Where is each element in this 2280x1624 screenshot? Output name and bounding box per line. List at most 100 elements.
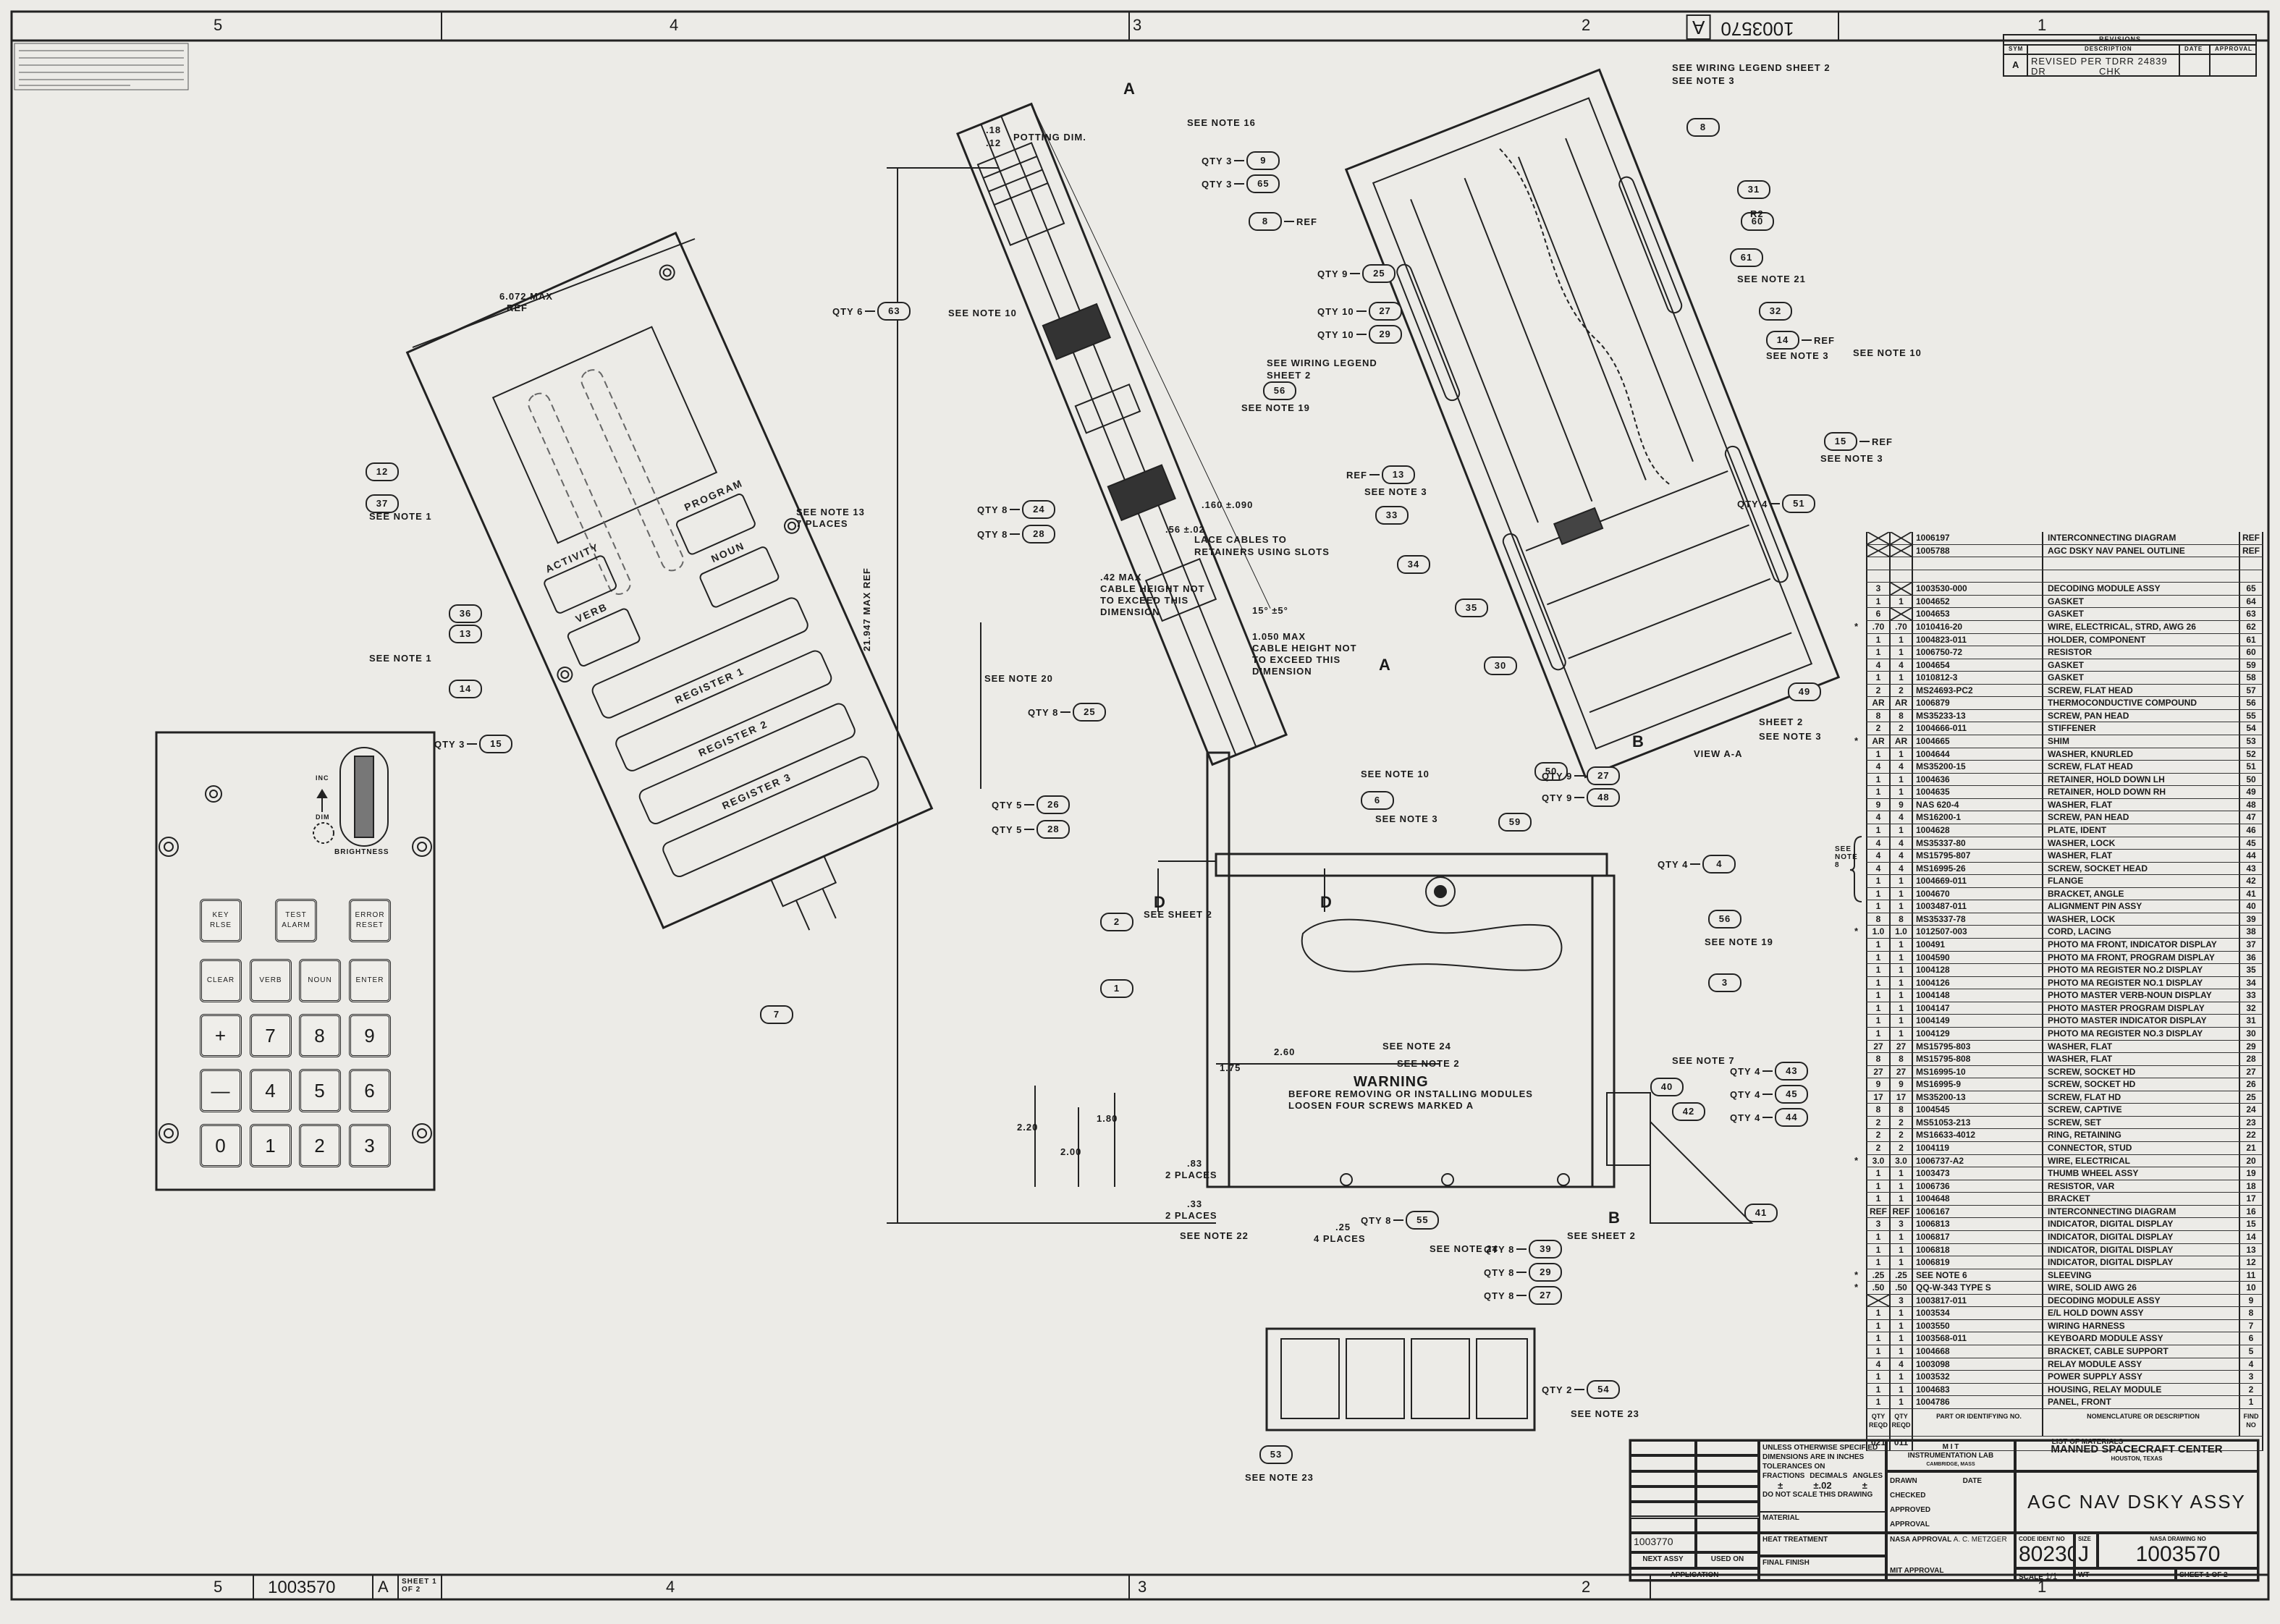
callout-find-40: 40 (1650, 1078, 1684, 1096)
cell-qb: 3.0 (1889, 1154, 1912, 1167)
cell-qa: 4 (1866, 837, 1889, 850)
key-test-alarm[interactable]: TEST ALARM (275, 899, 317, 942)
cell-find: 7 (2239, 1319, 2263, 1332)
cell-find: 22 (2239, 1129, 2263, 1141)
drawing-note: SEE NOTE 10 (948, 308, 1017, 318)
key-clear[interactable]: CLEAR (200, 959, 242, 1002)
leader-line (1516, 1248, 1527, 1250)
key-4[interactable]: 4 (250, 1069, 292, 1112)
cell-part (1912, 570, 2042, 583)
key-2[interactable]: 2 (299, 1124, 341, 1167)
callout-find-56: 56 (1708, 910, 1741, 929)
revision-drawn: DR (2031, 66, 2046, 77)
cell-qa: 1 (1866, 672, 1889, 684)
nasa-approval-label: NASA APPROVAL (1890, 1536, 1952, 1544)
key-minus[interactable]: — (200, 1069, 242, 1112)
key-verb[interactable]: VERB (250, 959, 292, 1002)
cell-desc: WASHER, FLAT (2042, 798, 2239, 811)
cell-desc (2042, 570, 2239, 583)
cell-find: 46 (2239, 824, 2263, 837)
find-number-balloon: 4 (1702, 855, 1736, 874)
key-1[interactable]: 1 (250, 1124, 292, 1167)
cell-qb: 1 (1889, 1319, 1912, 1332)
find-number-balloon: 25 (1362, 264, 1396, 283)
header-qty-a: QTY REQD (1866, 1408, 1889, 1436)
cell-qb: .25 (1889, 1269, 1912, 1282)
key-3[interactable]: 3 (349, 1124, 391, 1167)
key-enter[interactable]: ENTER (349, 959, 391, 1002)
key-error-reset[interactable]: ERROR RESET (349, 899, 391, 942)
drawing-note: 15° ±5° (1252, 605, 1288, 616)
parts-list-header: QTY REQD QTY REQD PART OR IDENTIFYING NO… (1866, 1408, 2263, 1437)
cell-qa: 4 (1866, 850, 1889, 862)
cell-qa: 1 (1866, 1345, 1889, 1358)
size-label: SIZE (2078, 1536, 2091, 1542)
cell-qb: 4 (1889, 837, 1912, 850)
cell-qa: 1 (1866, 1332, 1889, 1345)
find-number-balloon: 27 (1529, 1286, 1563, 1305)
callout-find-8: 8 (1686, 118, 1720, 137)
cell-part: 1004590 (1912, 951, 2042, 964)
cell-part: 1004129 (1912, 1027, 2042, 1040)
cell-qb: 2 (1889, 1142, 1912, 1154)
cell-part: 1004683 (1912, 1383, 2042, 1396)
find-number-balloon: 13 (449, 625, 482, 643)
callout-find-6: 6 (1361, 791, 1394, 810)
drawing-note: 2 PLACES (1165, 1210, 1217, 1221)
key-6[interactable]: 6 (349, 1069, 391, 1112)
cell-find: 60 (2239, 646, 2263, 659)
cell-part: 1003817-011 (1912, 1294, 2042, 1307)
key-9[interactable]: 9 (349, 1014, 391, 1057)
leader-line (467, 743, 478, 745)
drawing-note: SEE WIRING LEGEND SHEET 2 (1672, 62, 1831, 73)
cell-qa: 1 (1866, 1002, 1889, 1015)
key-7[interactable]: 7 (250, 1014, 292, 1057)
key-noun[interactable]: NOUN (299, 959, 341, 1002)
panel-label-activity: ACTIVITY (544, 541, 601, 575)
cell-qb (1889, 532, 1912, 544)
callout-find-42: 42 (1672, 1102, 1705, 1121)
cell-part: 1004644 (1912, 748, 2042, 761)
drawing-note: SEE NOTE 24 (1430, 1243, 1498, 1254)
cell-qa: 1 (1866, 939, 1889, 951)
leader-line (1393, 1219, 1404, 1221)
cell-qa: 4 (1866, 862, 1889, 875)
leader-line (1762, 1070, 1773, 1072)
cell-desc: PHOTO MA FRONT, PROGRAM DISPLAY (2042, 951, 2239, 964)
cell-find: 2 (2239, 1383, 2263, 1396)
leader-line (1574, 775, 1585, 777)
cell-qb: 1 (1889, 1383, 1912, 1396)
leader-line (1369, 474, 1380, 475)
find-number-balloon: 2 (1100, 913, 1133, 931)
cell-part: 1003473 (1912, 1167, 2042, 1180)
key-plus[interactable]: + (200, 1014, 242, 1057)
cell-qb: 8 (1889, 709, 1912, 722)
key-key-rlse[interactable]: KEY RLSE (200, 899, 242, 942)
callout-find-59: 59 (1498, 813, 1532, 832)
cell-qa: 1 (1866, 875, 1889, 887)
key-5[interactable]: 5 (299, 1069, 341, 1112)
header-part: PART OR IDENTIFYING NO. (1912, 1408, 2042, 1436)
cell-part: 1006819 (1912, 1256, 2042, 1269)
cell-find: 4 (2239, 1358, 2263, 1371)
cell-qb: 1 (1889, 1015, 1912, 1027)
find-number-balloon: 50 (1534, 762, 1568, 781)
key-0[interactable]: 0 (200, 1124, 242, 1167)
revision-grid-cell (1630, 1440, 1696, 1456)
cell-qb: 1 (1889, 1002, 1912, 1015)
key-8[interactable]: 8 (299, 1014, 341, 1057)
